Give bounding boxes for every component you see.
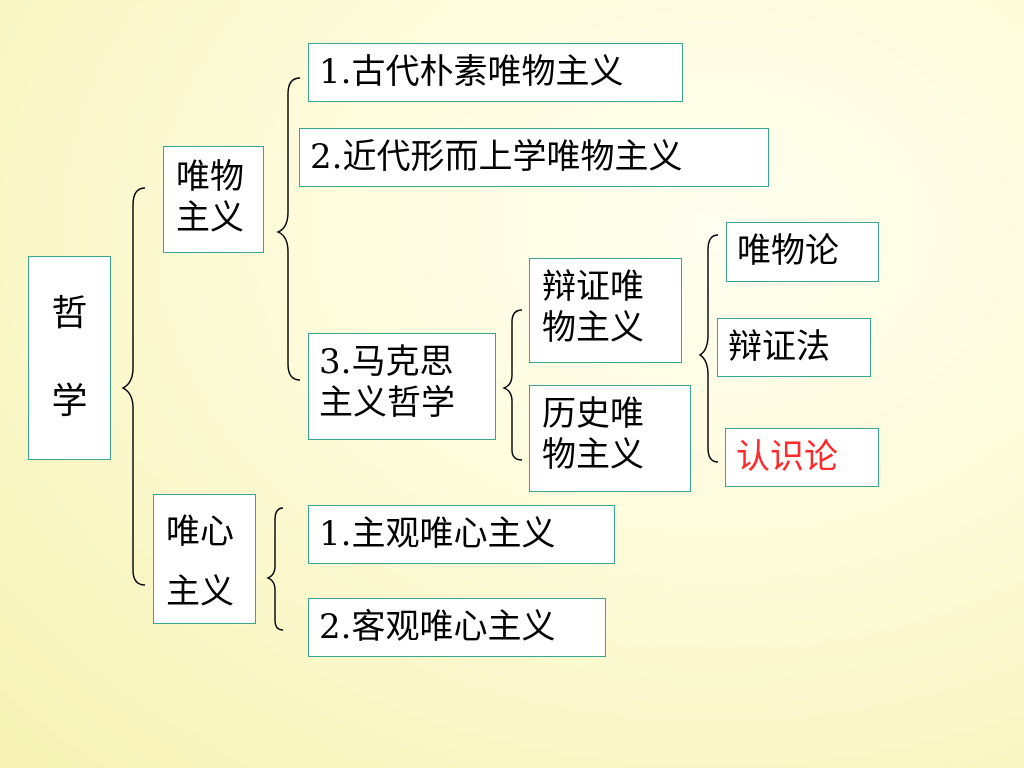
objective-idealism-box: 2.客观唯心主义 (308, 598, 606, 657)
metaphysical-materialism-label: 2.近代形而上学唯物主义 (310, 136, 683, 177)
historical-line-2: 物主义 (542, 435, 644, 476)
historical-line-1: 历史唯 (542, 394, 644, 434)
marxist-line-1: 3.马克思 (319, 342, 454, 382)
marxist-line-2: 主义哲学 (319, 383, 455, 424)
epistemology-label: 认识论 (736, 436, 838, 477)
subjective-idealism-label: 1.主观唯心主义 (319, 513, 556, 554)
root-char-2: 学 (51, 381, 88, 422)
ancient-materialism-label: 1.古代朴素唯物主义 (319, 51, 624, 92)
dialectical-line-1: 辩证唯 (542, 267, 644, 307)
brace-idealism (266, 507, 284, 631)
brace-root (121, 187, 146, 586)
dialectics-box: 辩证法 (717, 318, 871, 377)
idealism-line-2: 主义 (166, 571, 234, 612)
idealism-line-1: 唯心 (166, 512, 234, 552)
root-philosophy-box: 哲 学 (28, 256, 111, 460)
materialism-theory-box: 唯物论 (726, 222, 879, 282)
objective-idealism-label: 2.客观唯心主义 (319, 606, 556, 647)
brace-marxist (502, 309, 523, 461)
ancient-materialism-box: 1.古代朴素唯物主义 (308, 43, 683, 102)
brace-dialectical (698, 234, 719, 463)
metaphysical-materialism-box: 2.近代形而上学唯物主义 (299, 128, 769, 187)
materialism-box: 唯物 主义 (163, 146, 264, 253)
brace-materialism (276, 77, 301, 381)
materialism-line-1: 唯物 (176, 157, 244, 197)
materialism-theory-label: 唯物论 (737, 231, 839, 272)
dialectical-materialism-box: 辩证唯 物主义 (529, 258, 682, 363)
dialectics-label: 辩证法 (728, 326, 830, 367)
dialectical-line-2: 物主义 (542, 308, 644, 349)
materialism-line-2: 主义 (176, 198, 244, 239)
epistemology-box: 认识论 (725, 428, 879, 487)
root-char-1: 哲 (51, 293, 88, 335)
subjective-idealism-box: 1.主观唯心主义 (308, 505, 615, 564)
idealism-box: 唯心 主义 (153, 494, 256, 624)
historical-materialism-box: 历史唯 物主义 (529, 385, 691, 492)
marxist-philosophy-box: 3.马克思 主义哲学 (308, 333, 496, 440)
